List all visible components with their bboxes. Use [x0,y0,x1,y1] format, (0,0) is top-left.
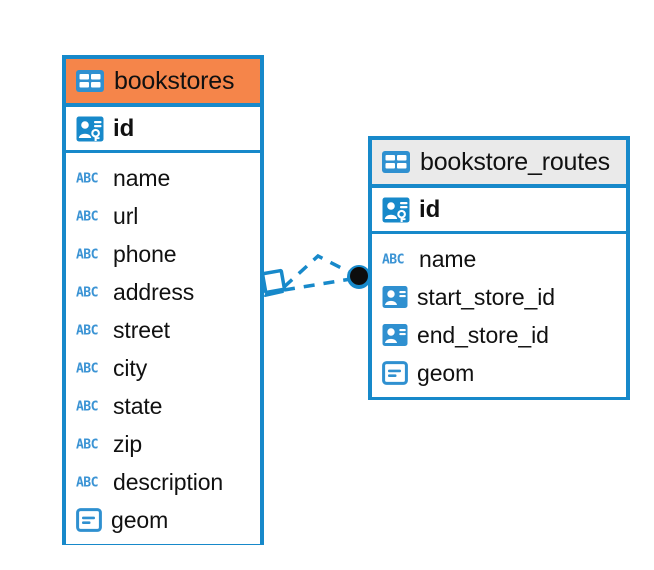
abc-text-icon: ABC [76,474,104,490]
entity-bookstores-primary-key-row[interactable]: id [66,107,260,153]
field-row[interactable]: start_store_id [372,278,626,316]
entity-bookstore-routes-field-list: ABC name start_store_id [372,234,626,397]
abc-text-icon: ABC [76,398,104,414]
field-row[interactable]: end_store_id [372,316,626,354]
table-icon [76,70,104,92]
field-row[interactable]: geom [66,501,260,539]
field-row[interactable]: geom [372,354,626,392]
table-icon [382,151,410,173]
entity-bookstore-routes-primary-key-label: id [419,195,441,223]
svg-text:ABC: ABC [76,248,98,262]
entity-bookstore-routes[interactable]: bookstore_routes id [368,136,630,400]
abc-text-icon: ABC [76,436,104,452]
field-label: end_store_id [417,321,549,348]
relationship-branch-upper [282,253,358,289]
foreign-key-icon [382,284,408,310]
abc-text-icon: ABC [382,251,410,267]
field-row[interactable]: ABC description [66,463,260,501]
field-label: url [113,202,139,229]
field-label: street [113,316,170,343]
field-label: geom [111,506,169,533]
field-row[interactable]: ABC phone [66,235,260,273]
field-label: state [113,392,163,419]
abc-text-icon: ABC [76,360,104,376]
primary-key-icon [382,196,410,224]
primary-key-icon [76,115,104,143]
field-row[interactable]: ABC name [372,240,626,278]
abc-text-icon: ABC [76,322,104,338]
geometry-icon [76,508,102,532]
field-row[interactable]: ABC address [66,273,260,311]
abc-text-icon: ABC [76,246,104,262]
abc-text-icon: ABC [76,208,104,224]
field-label: city [113,354,148,381]
entity-bookstores[interactable]: bookstores id [62,55,264,545]
field-row[interactable]: ABC street [66,311,260,349]
entity-bookstore-routes-title: bookstore_routes [420,147,610,176]
field-label: phone [113,240,177,267]
field-label: start_store_id [417,283,555,310]
entity-bookstore-routes-header[interactable]: bookstore_routes [372,140,626,188]
abc-text-icon: ABC [76,170,104,186]
field-row[interactable]: ABC state [66,387,260,425]
entity-bookstores-field-list: ABC name ABC url ABC p [66,153,260,544]
field-row[interactable]: ABC zip [66,425,260,463]
field-label: name [113,164,171,191]
relationship-branch-lower [283,276,358,292]
entity-bookstore-routes-primary-key-row[interactable]: id [372,188,626,234]
field-label: description [113,468,224,495]
filled-circle-marker [347,265,371,289]
field-label: zip [113,430,143,457]
svg-text:ABC: ABC [76,400,98,414]
svg-text:ABC: ABC [76,286,98,300]
svg-text:ABC: ABC [76,476,98,490]
entity-bookstores-title: bookstores [114,66,235,95]
svg-text:ABC: ABC [76,362,98,376]
entity-bookstores-header[interactable]: bookstores [66,59,260,107]
svg-text:ABC: ABC [76,324,98,338]
field-row[interactable]: ABC name [66,159,260,197]
foreign-key-icon [382,322,408,348]
field-row[interactable]: ABC url [66,197,260,235]
field-row[interactable]: ABC city [66,349,260,387]
geometry-icon [382,361,408,385]
field-label: address [113,278,195,305]
abc-text-icon: ABC [76,284,104,300]
field-label: geom [417,359,475,386]
entity-bookstores-primary-key-label: id [113,114,135,142]
field-label: name [419,245,477,272]
diamond-crowsfoot-marker [260,268,287,297]
svg-text:ABC: ABC [76,210,98,224]
svg-text:ABC: ABC [76,438,98,452]
svg-text:ABC: ABC [382,253,404,267]
svg-text:ABC: ABC [76,172,98,186]
